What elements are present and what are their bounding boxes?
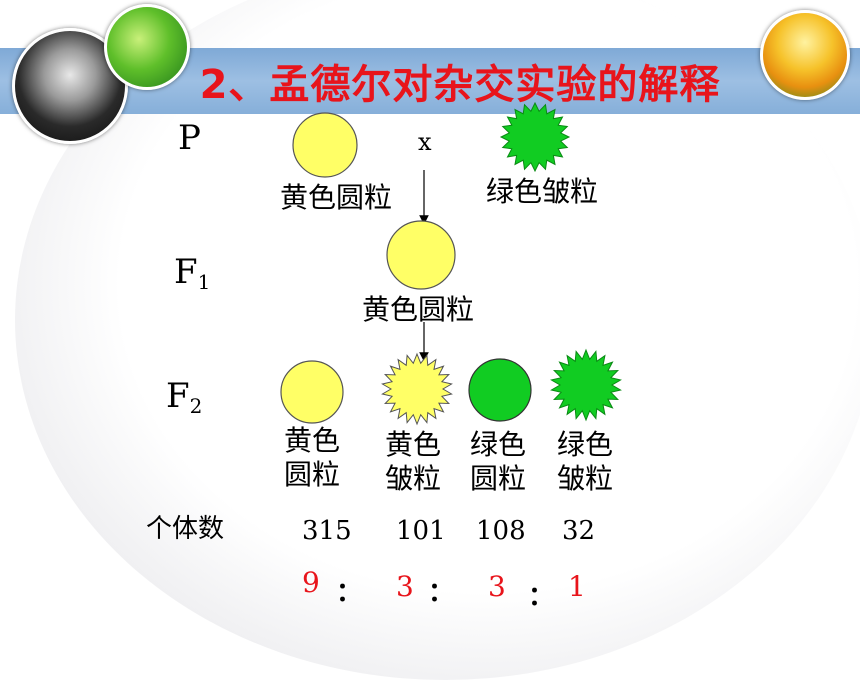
green-round-pea-f2 [468, 358, 532, 422]
green-wrinkled-pea-f2 [550, 348, 622, 422]
leaf-photo [104, 4, 190, 90]
generation-p-label: P [178, 118, 201, 158]
yellow-round-pea-f1 [386, 220, 456, 290]
yellow-round-pea-f2 [280, 360, 344, 424]
generation-f1-label: F1 [174, 252, 211, 294]
green-wrinkled-pea-parent [499, 101, 571, 173]
parent-green-wrinkled-label: 绿色皱粒 [486, 175, 599, 208]
ratio-value: 3 [488, 570, 506, 603]
parent-yellow-round-label: 黄色圆粒 [280, 181, 393, 214]
yellow-round-pea-parent [292, 112, 358, 178]
ratio-separator: ： [336, 578, 363, 608]
yellow-wrinkled-pea-f2 [381, 352, 453, 426]
diagram-shapes [280, 101, 622, 426]
f2-phenotype-label: 绿色皱粒 [556, 428, 613, 495]
count-label: 个体数 [146, 514, 225, 544]
count-value: 32 [562, 516, 596, 546]
cross-symbol: x [418, 128, 432, 156]
ratio-value: 1 [568, 570, 586, 603]
generation-f2-label: F2 [166, 376, 203, 418]
ratio-separator: ： [428, 578, 455, 608]
ratio-value: 9 [302, 566, 320, 599]
ratio-separator: ： [528, 582, 555, 612]
page-title: 2、孟德尔对杂交实验的解释 [199, 62, 721, 108]
f2-phenotype-label: 黄色圆粒 [283, 424, 340, 491]
count-value: 315 [302, 516, 352, 546]
flower-photo [760, 10, 850, 100]
f1-yellow-round-label: 黄色圆粒 [362, 293, 475, 326]
count-value: 101 [396, 516, 446, 546]
count-value: 108 [476, 516, 526, 546]
ratio-value: 3 [396, 570, 414, 603]
f2-phenotype-label: 绿色圆粒 [469, 428, 526, 495]
f2-phenotype-label: 黄色皱粒 [384, 428, 441, 495]
